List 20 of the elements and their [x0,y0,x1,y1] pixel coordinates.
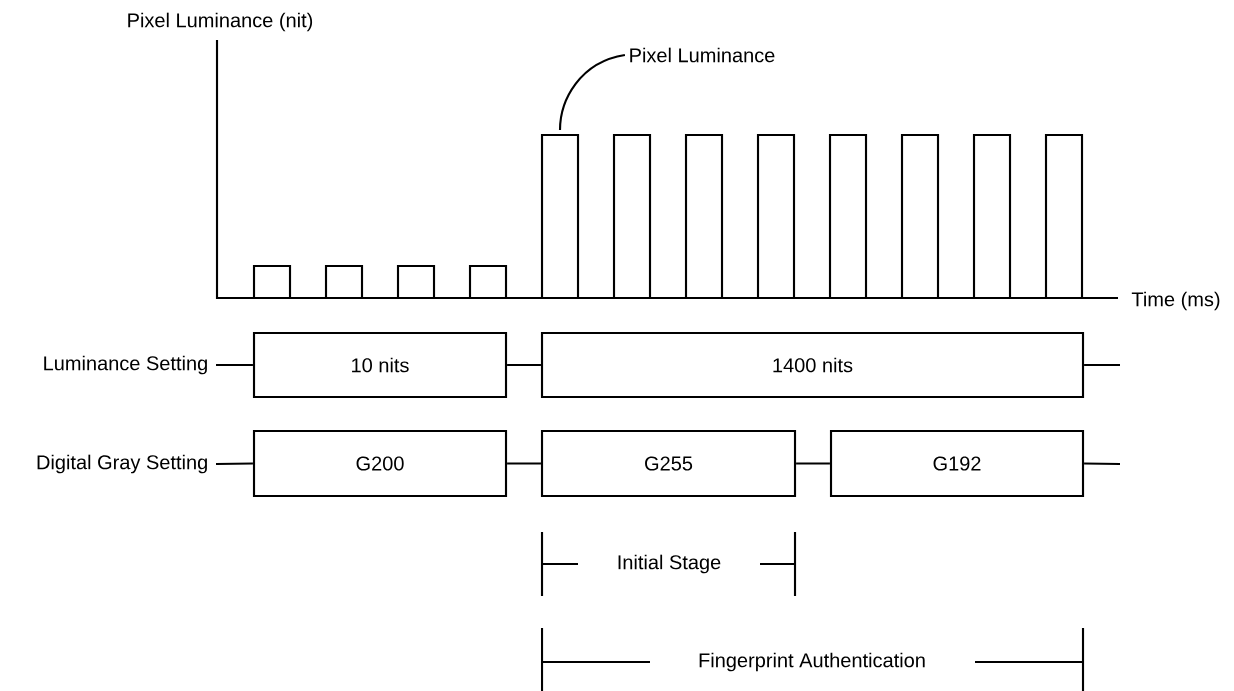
axis-label: Pixel Luminance (nit) [128,12,313,32]
setting-box: 1400 nits [540,331,1085,399]
leader-line [558,53,626,131]
connector-line [216,363,253,367]
setting-box: G200 [252,429,508,498]
dimension-label: Fingerprint Authentication [699,652,925,672]
row-label: Digital Gray Setting [37,454,207,474]
connector-line [216,462,253,466]
connector-line [1084,363,1120,367]
axis-label: Time (ms) [1131,291,1220,311]
row-label: Luminance Setting [44,355,207,375]
connector-line [507,462,541,465]
setting-box: G255 [540,429,797,498]
callout-label: Pixel Luminance [630,47,775,63]
setting-box: G192 [829,429,1085,498]
setting-box: 10 nits [252,331,508,399]
connector-line [1084,462,1121,466]
connector-line [507,363,541,367]
connector-line [796,462,830,465]
dimension-label: Initial Stage [618,554,721,574]
